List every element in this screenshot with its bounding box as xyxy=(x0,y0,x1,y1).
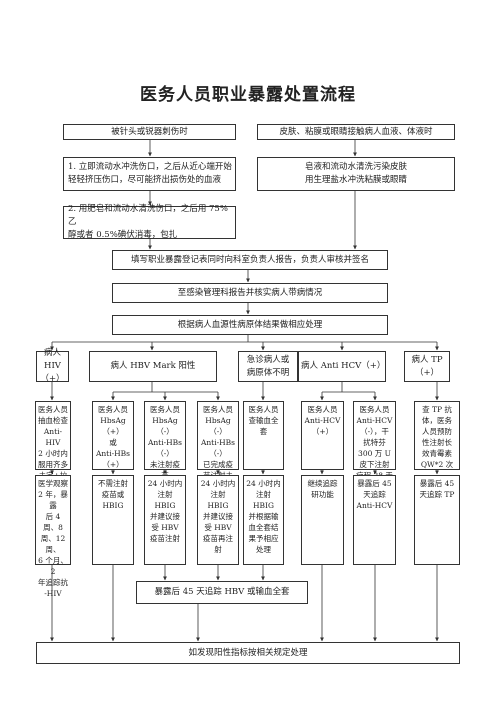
status-unknown-box: 医务人员 查输血全 套 xyxy=(243,401,284,470)
followup-hbv-box: 暴露后 45 天追踪 HBV 或输血全套 xyxy=(136,581,308,604)
step2-disinfect-box: 2. 用肥皂和流动水清洗伤口，之后用 75%乙 醇或者 0.5%碘伏消毒，包扎 xyxy=(63,204,236,240)
action-hbv-revaccinate-box: 24 小时内 注射 HBIG 并建议接 受 HBV 疫苗再注 射 xyxy=(197,475,239,565)
final-handling-box: 如发现阳性指标按相关规定处理 xyxy=(36,642,460,664)
category-unknown-box: 急诊病人或 病原体不明 xyxy=(238,351,298,382)
action-hbv-none-box: 不需注射 疫苗或 HBIG xyxy=(92,475,134,565)
report-register-box: 填写职业暴露登记表同时向科室负责人报告，负责人审核并签名 xyxy=(112,250,388,270)
status-hbv-nonresponder-box: 医务人员 HbsAg （-） Anti-HBs （-） 已完成疫 苗注射未 产生 xyxy=(197,401,239,491)
page-title: 医务人员职业暴露处置流程 xyxy=(140,85,356,105)
status-hcv-negative-box: 医务人员 Anti-HCV （-），干 扰特芬 300 万 U 皮下注射 疗程 … xyxy=(353,401,396,480)
status-hbv-unvaccinated-box: 医务人员 HbsAg （-） Anti-HBs （-） 未注射疫 苗 xyxy=(144,401,186,480)
status-hbv-positive-box: 医务人员 HbsAg （+） 或 Anti-HBs （+） xyxy=(92,401,134,470)
status-hcv-positive-box: 医务人员 Anti-HCV （+） xyxy=(301,401,344,470)
action-hiv-box: 医学观察 2 年，暴露 后 4 周、8 周、12 周、 6 个月、2 年追踪抗 … xyxy=(35,475,71,598)
needle-injury-box: 被针头或锐器刺伤时 xyxy=(63,124,236,140)
step1-rinse-box: 1. 立即流动水冲洗伤口，之后从近心端开始 轻轻挤压伤口，尽可能挤出损伤处的血液 xyxy=(63,157,236,191)
action-hbv-vaccinate-box: 24 小时内 注射 HBIG 并建议接 受 HBV 疫苗注射 xyxy=(144,475,186,565)
category-hcv-box: 病人 Anti HCV（+） xyxy=(298,351,386,382)
skin-wash-box: 皂液和流动水清洗污染皮肤 用生理盐水冲洗粘膜或眼睛 xyxy=(257,157,455,191)
action-unknown-box: 24 小时内 注射 HBIG 并根据输 血全套结 果予相应 处理 xyxy=(243,475,284,565)
report-infection-box: 至感染管理科报告并核实病人带病情况 xyxy=(112,283,388,303)
status-hiv-box: 医务人员 抽血检查 Anti-HIV 2 小时内 服用齐多 夫定+拉 米夫定 xyxy=(35,401,71,491)
action-tp-box: 暴露后 45 天追踪 TP xyxy=(414,475,460,565)
skin-contact-box: 皮肤、粘膜或眼睛接触病人血液、体液时 xyxy=(257,124,455,140)
category-tp-box: 病人 TP （+） xyxy=(404,351,450,382)
category-hiv-box: 病人 HIV（+） xyxy=(36,348,69,384)
action-hcv-positive-box: 继续追踪 研功能 xyxy=(301,475,344,565)
status-tp-box: 查 TP 抗 体，医务 人员预防 性注射长 效青霉素 QW*2 次 xyxy=(414,401,460,470)
report-result-box: 根据病人血源性病原体结果做相应处理 xyxy=(112,315,388,335)
category-hbv-box: 病人 HBV Mark 阳性 xyxy=(89,351,217,382)
action-hcv-negative-box: 暴露后 45 天追踪 Anti-HCV xyxy=(353,475,396,565)
